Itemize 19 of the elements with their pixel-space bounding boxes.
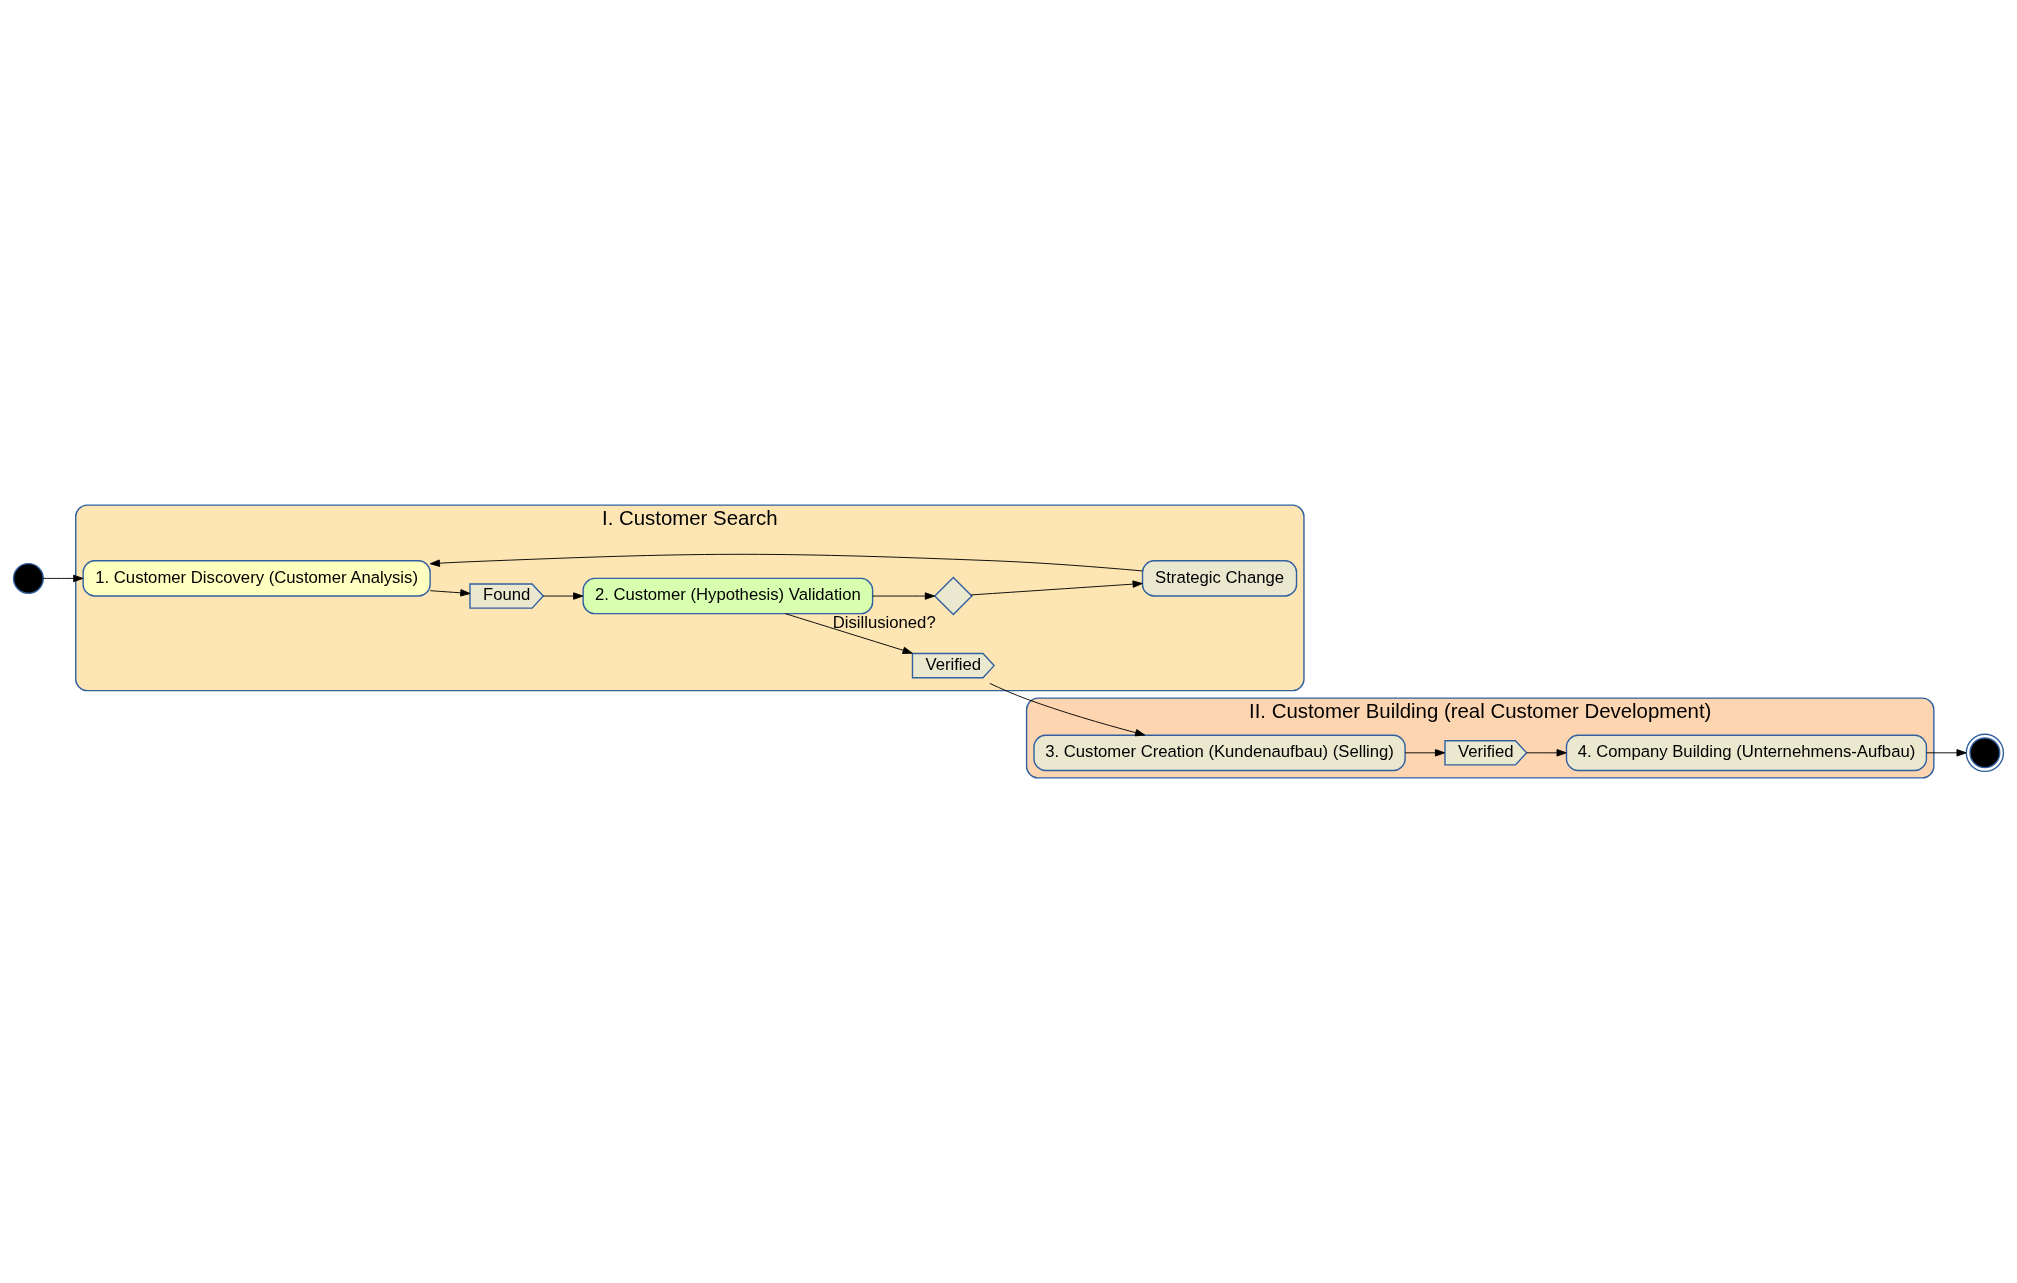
node-box: 3. Customer Creation (Kundenaufbau) (Selling)	[1033, 734, 1406, 772]
node-box: 2. Customer (Hypothesis) Validation	[582, 577, 874, 615]
arrow	[785, 613, 913, 654]
node-circle	[12, 562, 44, 594]
arrow	[429, 553, 1143, 572]
arrow	[429, 589, 471, 597]
arrow	[1404, 749, 1446, 757]
arrow	[43, 574, 84, 583]
arrow	[1526, 749, 1567, 757]
arrow	[1926, 749, 1967, 757]
node-box: 4. Company Building (Unternehmens-Aufbau)	[1565, 734, 1928, 772]
node-box: 1. Customer Discovery (Customer Analysis)	[82, 560, 431, 597]
node-box: Strategic Change	[1141, 560, 1298, 597]
arrow	[872, 592, 936, 600]
node-diamond	[933, 576, 973, 616]
node-label: Disillusioned?	[832, 612, 936, 632]
node-circle	[1965, 733, 2005, 773]
arrow	[542, 592, 584, 600]
arrow	[970, 580, 1143, 596]
